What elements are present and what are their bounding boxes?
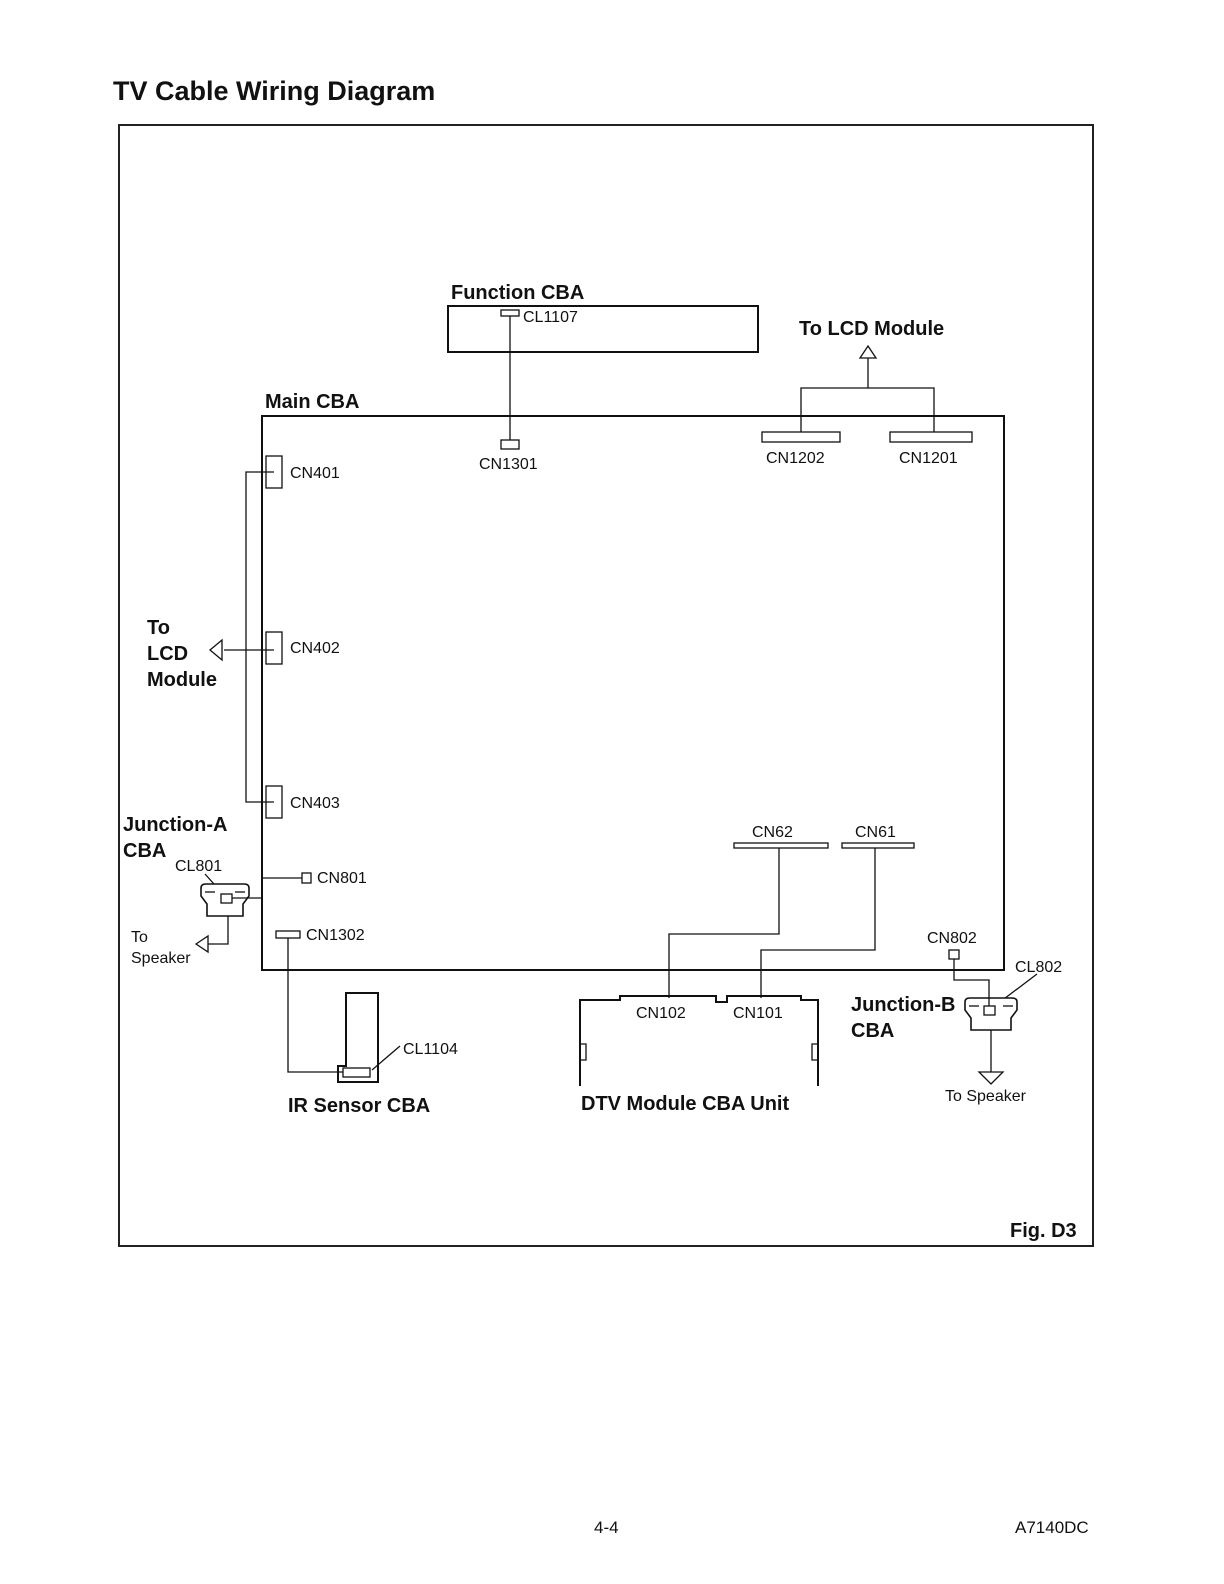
to-speaker-right-label: To Speaker — [945, 1088, 1027, 1105]
junction-a-board — [200, 883, 250, 917]
cn1302-label: CN1302 — [306, 927, 365, 944]
cable-junction-a-speaker — [208, 916, 229, 945]
function-cba-label: Function CBA — [451, 282, 584, 304]
cable-cn61-cn101 — [760, 848, 876, 998]
speaker-arrow-left-icon — [194, 934, 209, 954]
arrow-up-icon — [858, 344, 878, 359]
main-cba-board — [261, 415, 1005, 971]
page-title: TV Cable Wiring Diagram — [113, 76, 436, 106]
cable-cn62-cn102 — [668, 848, 780, 998]
dtv-module-notches — [580, 1043, 818, 1061]
cn101-label: CN101 — [733, 1005, 783, 1022]
cn1201-connector — [889, 431, 973, 443]
to-lcd-module-top-label: To LCD Module — [799, 318, 944, 340]
cable-cn802-cl802 — [953, 959, 990, 1006]
cn1201-label: CN1201 — [899, 450, 958, 467]
dtv-module-board — [579, 995, 819, 1086]
cn61-label: CN61 — [855, 824, 896, 841]
arrow-left-icon — [208, 638, 223, 662]
to-lcd-left-label-1: To — [147, 617, 170, 639]
junction-a-label-1: Junction-A — [123, 814, 227, 836]
cl1104-label: CL1104 — [403, 1041, 458, 1058]
to-speaker-left-label-1: To — [131, 929, 148, 946]
to-speaker-left-label-2: Speaker — [131, 950, 191, 967]
cn1202-label: CN1202 — [766, 450, 825, 467]
cn1301-label: CN1301 — [479, 456, 538, 473]
cable-cn401-cn403 — [245, 471, 274, 803]
speaker-arrow-down-icon — [977, 1071, 1005, 1085]
to-lcd-left-label-2: LCD — [147, 643, 188, 665]
cl1104-connector — [342, 1067, 371, 1078]
ir-sensor-board — [337, 992, 379, 1083]
cn61-connector — [841, 842, 915, 849]
dtv-module-label: DTV Module CBA Unit — [581, 1093, 789, 1115]
cn402-connector — [265, 631, 283, 665]
cable-cn1302-cl1104 — [287, 938, 343, 1073]
cn1202-connector — [761, 431, 841, 443]
junction-b-board — [964, 997, 1018, 1031]
fig-label: Fig. D3 — [1010, 1220, 1077, 1242]
ir-sensor-cba-label: IR Sensor CBA — [288, 1095, 430, 1117]
cn801-connector — [301, 872, 312, 884]
function-cba-board — [447, 305, 759, 353]
page-number: 4-4 — [594, 1518, 619, 1537]
cn62-label: CN62 — [752, 824, 793, 841]
cl1104-leader — [371, 1045, 401, 1071]
main-cba-label: Main CBA — [265, 391, 359, 413]
cn62-connector — [733, 842, 829, 849]
cn402-label: CN402 — [290, 640, 340, 657]
junction-a-label-2: CBA — [123, 840, 166, 862]
cl801-label: CL801 — [175, 858, 222, 875]
to-lcd-left-label-3: Module — [147, 669, 217, 691]
cn801-label: CN801 — [317, 870, 367, 887]
diagram-frame — [118, 124, 1094, 1247]
junction-b-label-1: Junction-B — [851, 994, 955, 1016]
cl1107-label: CL1107 — [523, 309, 578, 326]
cn1302-connector — [275, 930, 301, 939]
cn102-label: CN102 — [636, 1005, 686, 1022]
cn1301-connector — [500, 439, 520, 450]
cable-cl801-cn801 — [232, 877, 302, 899]
junction-b-label-2: CBA — [851, 1020, 894, 1042]
doc-code: A7140DC — [1015, 1518, 1089, 1537]
cn802-connector — [948, 949, 960, 960]
cn802-label: CN802 — [927, 930, 977, 947]
cl1107-connector — [500, 309, 520, 317]
cn401-label: CN401 — [290, 465, 340, 482]
cl802-label: CL802 — [1015, 959, 1062, 976]
cable-cn1202-cn1201 — [800, 387, 935, 432]
cn403-label: CN403 — [290, 795, 340, 812]
